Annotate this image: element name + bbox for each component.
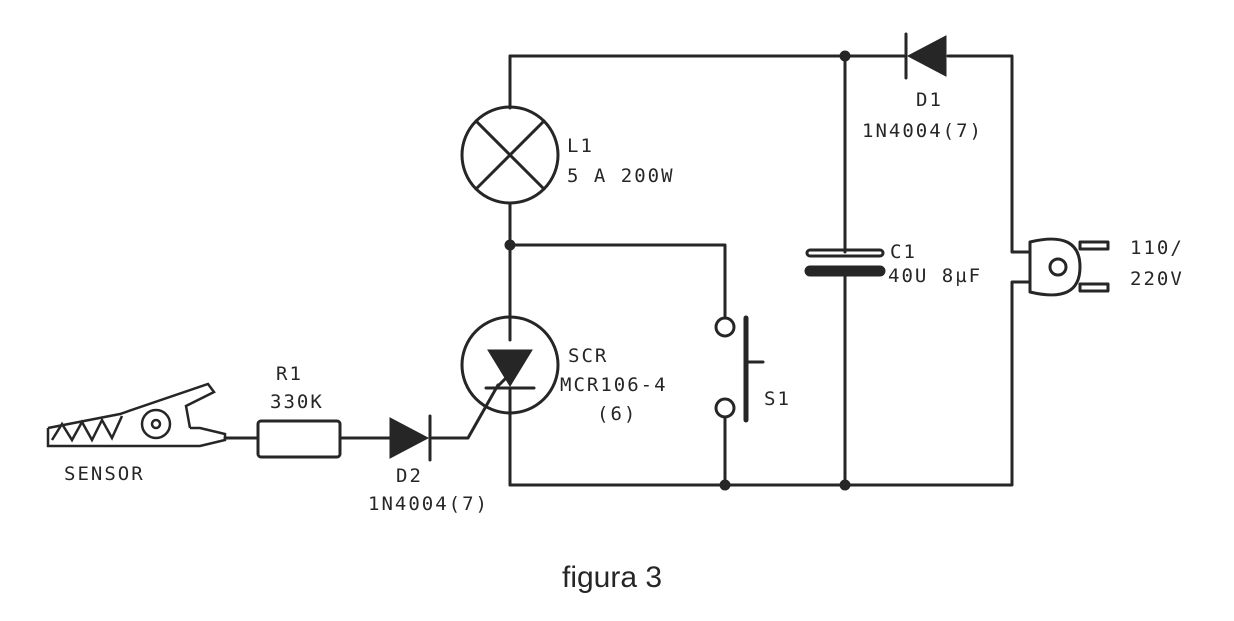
alligator-clip-sensor-icon [46,382,227,448]
plug-voltage-line2: 220V [1130,268,1184,290]
diode1-ref-label: D1 [916,89,943,111]
wire-top-right [946,54,1032,254]
plug-voltage-line1: 110/ [1130,237,1184,259]
diode-d1 [904,32,947,80]
junction-dot [504,239,516,251]
mains-plug-icon [1028,237,1110,297]
capacitor-c1 [804,248,886,277]
junctions [504,50,851,491]
wire-switch-top [508,243,727,320]
diode1-part-label: 1N4004(7) [862,120,983,142]
lamp-l1 [460,105,560,205]
switch-s1 [714,315,765,423]
resistor-r1 [256,419,342,459]
resistor-ref-label: R1 [276,363,303,385]
scr-thyristor [460,315,560,415]
diode2-part-label: 1N4004(7) [368,493,489,515]
sensor-label: SENSOR [64,463,145,485]
diode-d2 [389,414,432,462]
capacitor-ref-label: C1 [890,241,917,263]
resistor-value-label: 330K [270,391,324,413]
lamp-value-label: 5 A 200W [567,165,675,187]
capacitor-value-label: 40U 8µF [888,265,982,287]
diode2-ref-label: D2 [396,465,423,487]
junction-dot [839,479,851,491]
wire-d2-gate [430,383,500,440]
wires [223,54,1032,487]
figure-caption: figura 3 [562,561,662,594]
lamp-ref-label: L1 [567,135,594,157]
switch-ref-label: S1 [764,388,791,410]
scr-ref-label: SCR [568,345,608,367]
scr-part-label: MCR106-4 [560,374,668,396]
junction-dot [839,50,851,62]
wire-bottom-rail [508,280,1032,487]
scr-note-label: (6) [597,403,637,425]
junction-dot [719,479,731,491]
